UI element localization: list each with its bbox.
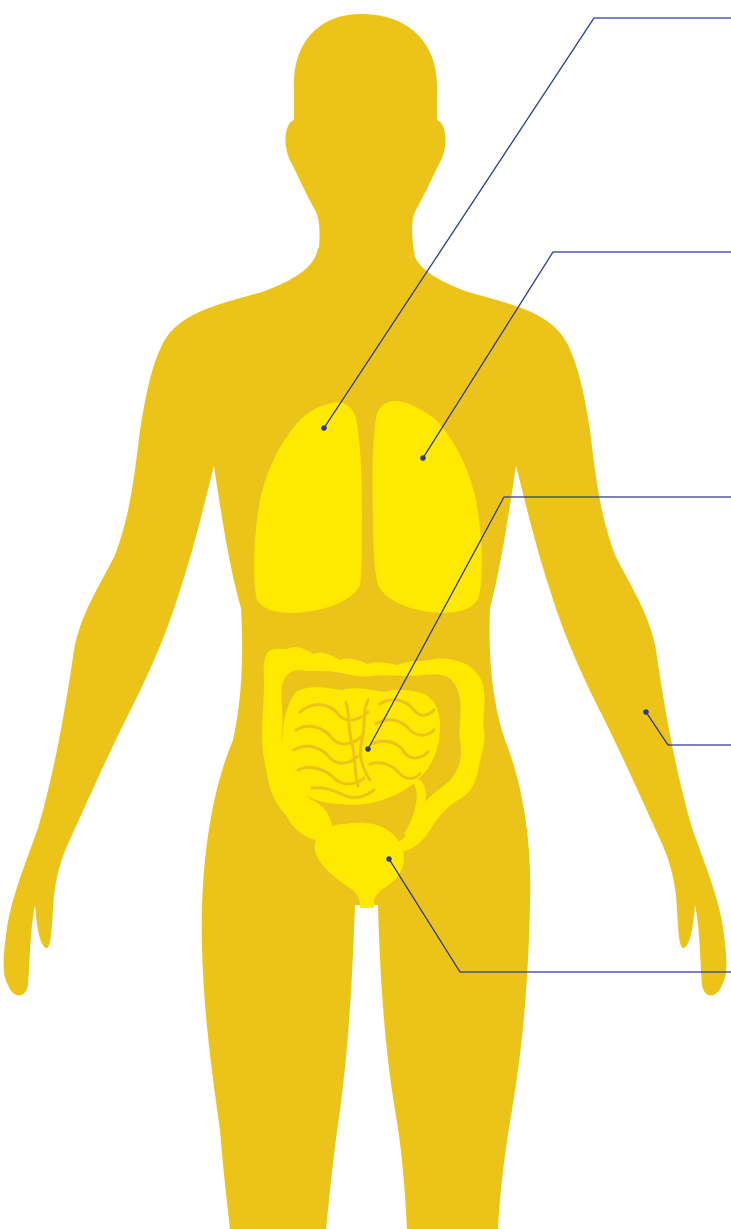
- callout-dot-5: [386, 856, 392, 862]
- body-silhouette: [4, 14, 727, 1229]
- callout-dot-4: [643, 709, 649, 715]
- anal-canal: [360, 900, 374, 908]
- callout-dot-2: [420, 455, 426, 461]
- callout-dot-1: [321, 425, 327, 431]
- head: [285, 14, 445, 255]
- callout-dot-3: [365, 746, 371, 752]
